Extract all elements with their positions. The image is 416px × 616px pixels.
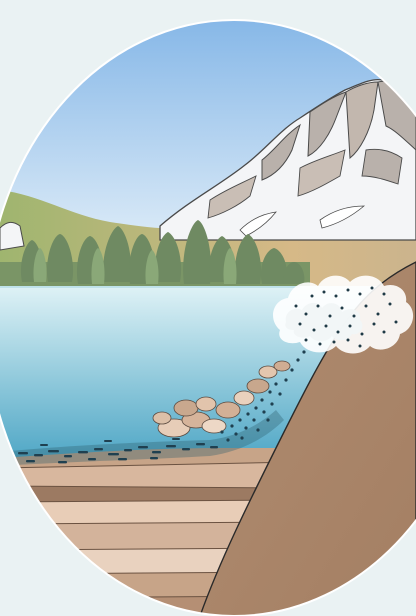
left-peak [0, 222, 24, 250]
